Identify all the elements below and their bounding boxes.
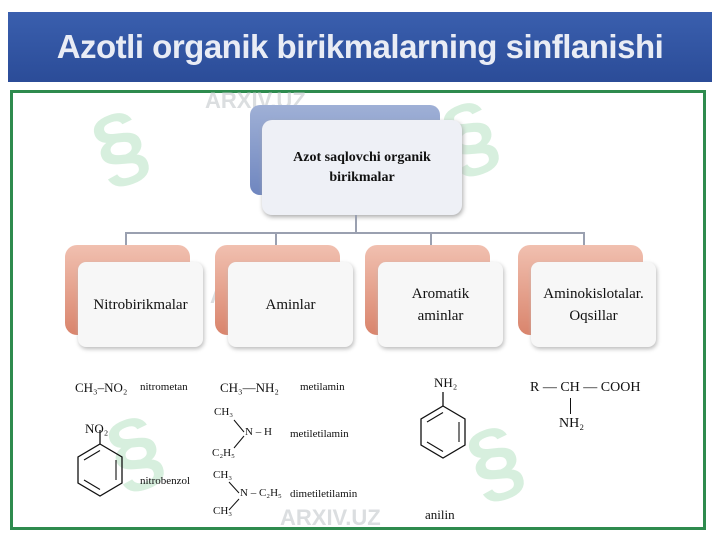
ethyl-group: C₂H₅ [212,447,235,459]
bond-lines-icon [233,419,245,449]
nitrogen-ethyl: N – C₂H₅ [240,487,282,499]
aniline-amino-group: NH₂ [434,375,458,390]
connector [583,232,585,246]
category-nitro: Nitrobirikmalar [78,262,203,347]
slide-title: Azotli organik birikmalarning sinflanish… [56,28,664,65]
nitrogen-hydrogen: N – H [245,426,272,438]
amino-acid-formula: R — CH — COOH [530,380,641,395]
nitromethane-name: nitrometan [140,381,188,393]
category-amino-acids: Aminokislotalar.Oqsillar [531,262,656,347]
connector [125,232,127,246]
bond-line [570,398,571,414]
methyl-group: CH₃ [214,406,234,418]
methylamine-name: metilamin [300,381,345,393]
methyl-group: CH₃ [213,469,233,481]
nitro-group-label: NO₂ [85,421,109,436]
title-bar: Azotli organik birikmalarning sinflanish… [8,12,712,82]
methylethylamine-name: metiletilamin [290,428,349,440]
methylamine-formula: CH₃—NH₂ [220,380,279,395]
bond-lines-icon [228,481,240,511]
category-label: Aminokislotalar. [543,285,644,302]
category-label: Aromatik [411,285,470,302]
amino-acid-amino-group: NH₂ [559,416,585,431]
category-label: Aminlar [265,296,316,313]
connector [355,215,357,233]
connector [125,232,585,234]
category-amines: Aminlar [228,262,353,347]
nitrobenzene-name: nitrobenzol [140,475,191,487]
root-line-1: Azot saqlovchi organik [293,149,431,165]
benzene-ring-icon [420,392,466,459]
watermark-text: ARXIV.UZ [280,505,381,530]
dimethylethylamine-name: dimetiletilamin [290,488,358,500]
category-label: Nitrobirikmalar [93,296,188,313]
connector [430,232,432,246]
benzene-ring-icon [77,430,123,497]
nitromethane-formula: CH₃–NO₂ [75,380,128,395]
aniline-name: anilin [425,507,455,522]
methyl-group: CH₃ [213,505,233,517]
root-line-2: birikmalar [329,169,395,185]
root-node: Azot saqlovchi organik birikmalar [262,120,462,215]
connector [275,232,277,246]
content-frame [10,90,706,530]
